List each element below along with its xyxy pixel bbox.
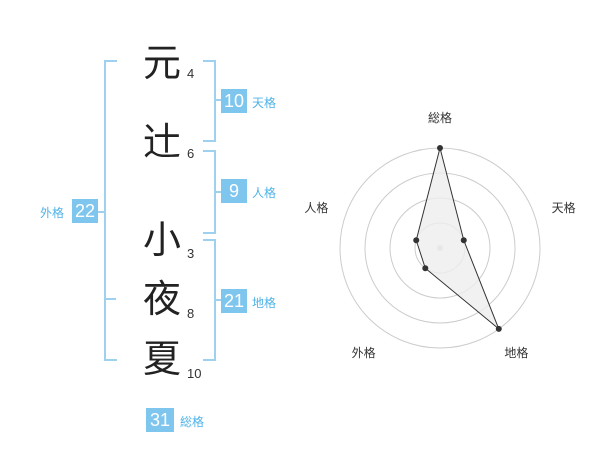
radar-point-3: [422, 265, 429, 272]
stroke-count-3: 3: [187, 246, 195, 261]
tenkaku-bracket-tick: [215, 99, 221, 101]
radar-axis-label-2: 地格: [504, 345, 528, 360]
gaikaku-label: 外格: [40, 206, 65, 220]
tenkaku-label: 天格: [252, 96, 277, 110]
radar-axis-label-3: 外格: [352, 345, 376, 360]
chikaku-bracket-tick: [215, 299, 221, 301]
radar-point-4: [413, 237, 420, 244]
jinkaku-value: 9: [221, 179, 247, 203]
radar-axis-label-0: 総格: [428, 110, 452, 125]
radar-point-0: [437, 145, 443, 151]
radar-point-1: [460, 237, 467, 244]
name-char-1: 元: [142, 41, 181, 85]
gaikaku-bracket-divider: [104, 298, 116, 300]
jinkaku-bracket-tick: [215, 191, 221, 193]
soukaku-value: 31: [146, 408, 174, 432]
radar-axis-label-1: 天格: [552, 200, 576, 215]
name-char-5: 夏: [142, 337, 181, 381]
stroke-count-4: 8: [187, 306, 195, 321]
stroke-count-5: 10: [187, 366, 202, 381]
stroke-count-1: 4: [187, 66, 195, 81]
gaikaku-value: 22: [72, 199, 98, 223]
tenkaku-value: 10: [221, 89, 247, 113]
radar-series-polygon: [415, 147, 500, 330]
soukaku-label: 総格: [180, 415, 205, 429]
chikaku-label: 地格: [252, 296, 277, 310]
radar-axis-label-4: 人格: [304, 200, 328, 215]
radar-point-2: [495, 325, 502, 332]
tenkaku-bracket: [203, 60, 216, 142]
name-char-3: 小: [142, 218, 181, 262]
name-char-4: 夜: [142, 277, 181, 321]
gaikaku-bracket-tick: [96, 211, 104, 213]
name-char-2: 辻: [142, 120, 181, 164]
gaikaku-bracket: [104, 60, 117, 361]
stroke-count-2: 6: [187, 146, 195, 161]
chikaku-value: 21: [221, 289, 247, 313]
jinkaku-label: 人格: [252, 186, 277, 200]
